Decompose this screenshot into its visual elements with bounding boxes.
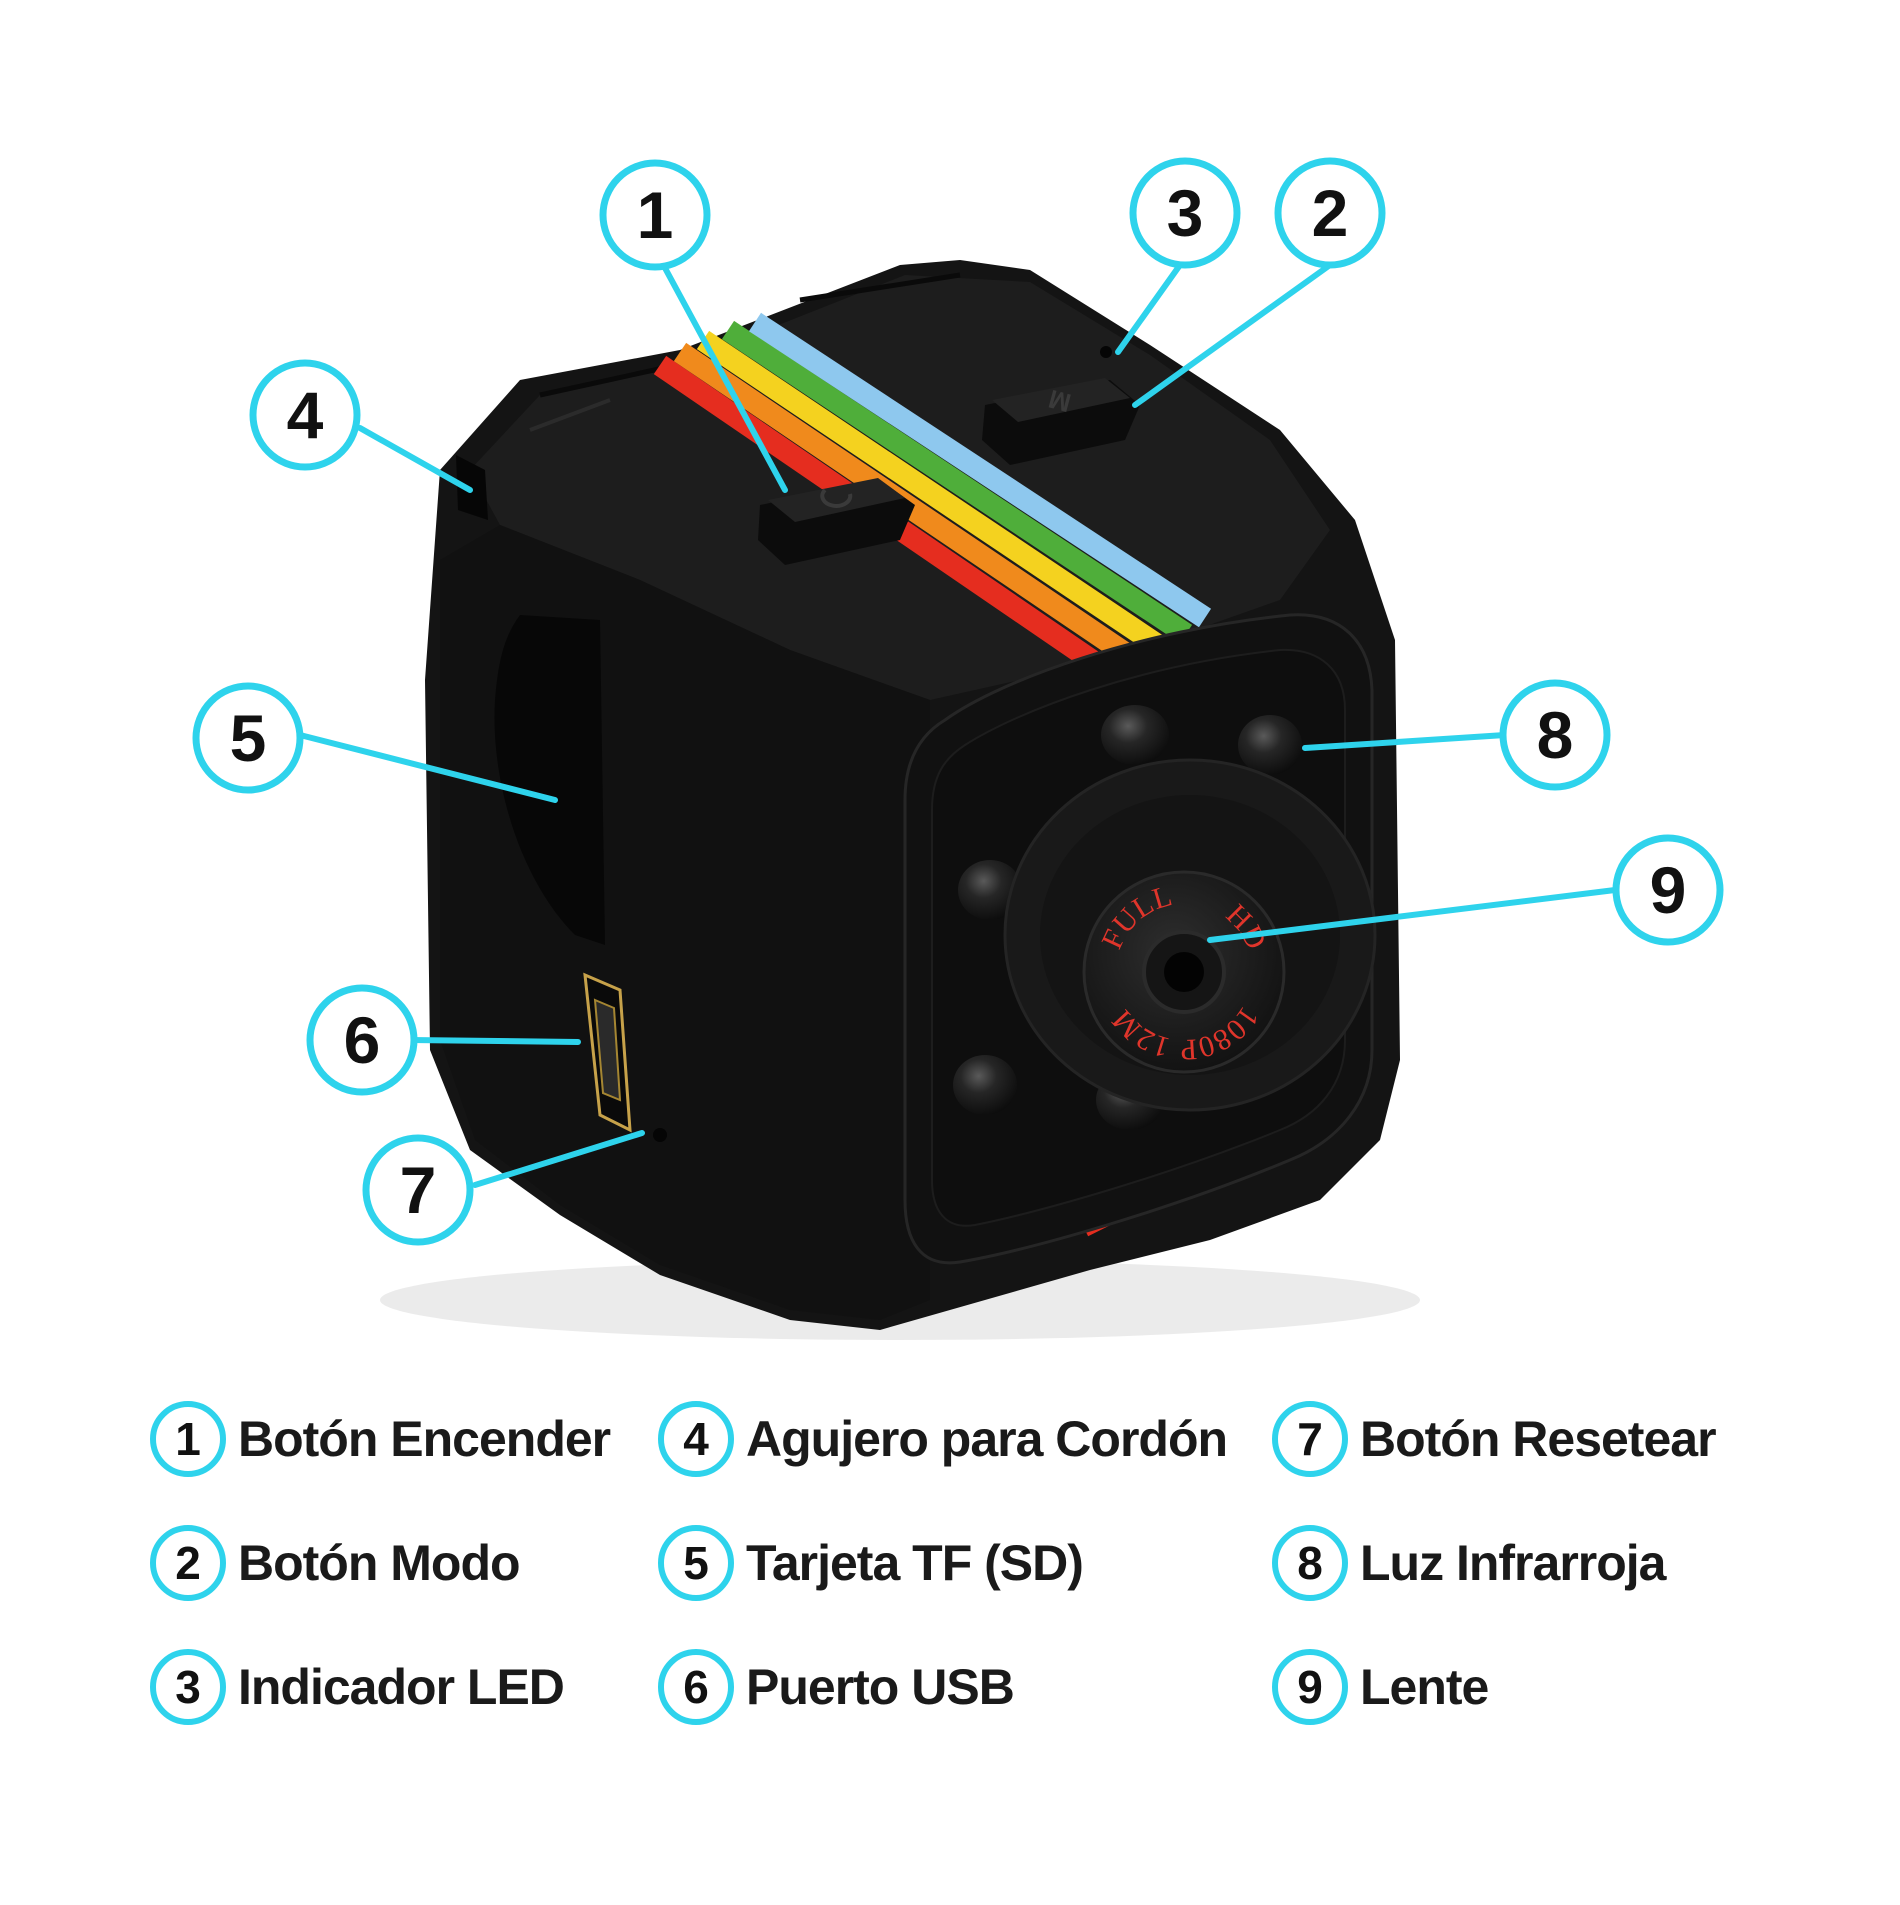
callout-2: 2 xyxy=(1274,157,1386,269)
legend-badge: 3 xyxy=(150,1649,226,1725)
callout-number: 8 xyxy=(1537,698,1574,772)
lens: 1080P 12M FULL HD xyxy=(1082,870,1286,1074)
callout-line-8 xyxy=(1302,732,1508,751)
power-button xyxy=(758,478,915,565)
callout-6: 6 xyxy=(306,984,418,1096)
callout-number: 9 xyxy=(1650,853,1687,927)
strap-slot xyxy=(494,615,605,945)
legend-item: 3 Indicador LED xyxy=(150,1642,565,1732)
legend-item: 9 Lente xyxy=(1272,1642,1489,1732)
legend-badge: 9 xyxy=(1272,1649,1348,1725)
legend-item: 4 Agujero para Cordón xyxy=(658,1394,1228,1484)
callout-7: 7 xyxy=(362,1134,474,1246)
legend-label: Puerto USB xyxy=(746,1659,1015,1715)
ir-led xyxy=(953,1055,1017,1115)
callout-line-4 xyxy=(357,425,473,493)
power-icon xyxy=(820,488,853,508)
callout-line-3 xyxy=(1115,262,1183,355)
legend-item: 7 Botón Resetear xyxy=(1272,1394,1717,1484)
callout-number: 1 xyxy=(637,178,674,252)
legend-item: 6 Puerto USB xyxy=(658,1642,1015,1732)
legend-label: Botón Resetear xyxy=(1360,1411,1717,1467)
callout-3: 3 xyxy=(1129,157,1241,269)
lanyard-hole xyxy=(456,455,488,520)
callout-line-2 xyxy=(1132,262,1333,408)
legend-label: Tarjeta TF (SD) xyxy=(746,1535,1084,1591)
callout-number: 2 xyxy=(1312,176,1349,250)
callout-line-6 xyxy=(407,1037,581,1045)
callout-9: 9 xyxy=(1612,834,1724,946)
callout-lines xyxy=(297,262,1618,1188)
legend-label: Agujero para Cordón xyxy=(746,1411,1228,1467)
legend-badge: 1 xyxy=(150,1401,226,1477)
legend-badge: 4 xyxy=(658,1401,734,1477)
legend-badge: 8 xyxy=(1272,1525,1348,1601)
callout-1: 1 xyxy=(599,159,711,271)
callout-number: 6 xyxy=(344,1003,381,1077)
callouts: 1 2 3 4 5 6 7 8 xyxy=(192,157,1724,1246)
camera-body: M 1080P 12M xyxy=(380,260,1420,1340)
ir-led xyxy=(1238,715,1302,775)
legend-badge: 2 xyxy=(150,1525,226,1601)
callout-line-9 xyxy=(1207,887,1618,943)
legend-item: 8 Luz Infrarroja xyxy=(1272,1518,1666,1608)
usb-port xyxy=(583,972,632,1133)
legend-label: Botón Modo xyxy=(238,1535,521,1591)
callout-number: 7 xyxy=(400,1153,437,1227)
callout-8: 8 xyxy=(1499,679,1611,791)
led-indicator xyxy=(1100,346,1112,358)
callout-line-1 xyxy=(662,265,788,493)
ir-led xyxy=(1101,705,1169,765)
legend-item: 2 Botón Modo xyxy=(150,1518,521,1608)
legend-label: Botón Encender xyxy=(238,1411,611,1467)
callout-number: 4 xyxy=(287,378,324,452)
callout-line-5 xyxy=(297,732,558,803)
legend-badge: 7 xyxy=(1272,1401,1348,1477)
ir-led xyxy=(958,860,1022,920)
mode-button: M xyxy=(982,378,1140,465)
legend-label: Indicador LED xyxy=(238,1659,565,1715)
legend-item: 5 Tarjeta TF (SD) xyxy=(658,1518,1084,1608)
legend-badge: 6 xyxy=(658,1649,734,1725)
legend-label: Lente xyxy=(1360,1659,1489,1715)
callout-number: 3 xyxy=(1167,176,1204,250)
legend-badge: 5 xyxy=(658,1525,734,1601)
callout-4: 4 xyxy=(249,359,361,471)
callout-5: 5 xyxy=(192,682,304,794)
callout-line-7 xyxy=(472,1130,645,1188)
legend-item: 1 Botón Encender xyxy=(150,1394,611,1484)
callout-number: 5 xyxy=(230,701,267,775)
legend-label: Luz Infrarroja xyxy=(1360,1535,1666,1591)
reset-hole xyxy=(653,1128,667,1142)
